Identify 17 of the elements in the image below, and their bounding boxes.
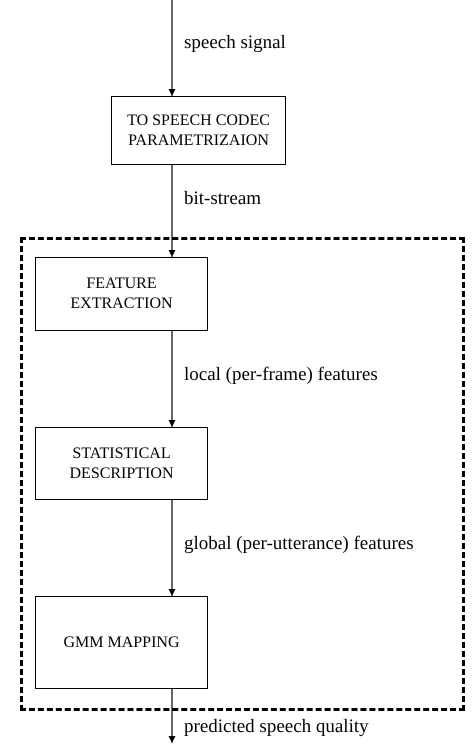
arrow bbox=[168, 331, 176, 427]
arrow bbox=[168, 689, 176, 743]
box-label: TO SPEECH CODEC PARAMETRIZAION bbox=[126, 110, 271, 150]
process-box bbox=[35, 427, 208, 500]
process-box bbox=[111, 96, 286, 165]
edge-label: predicted speech quality bbox=[184, 716, 369, 739]
edge-label: global (per-utterance) features bbox=[184, 533, 414, 556]
process-box bbox=[35, 596, 208, 689]
arrow bbox=[168, 500, 176, 596]
edge-label: local (per-frame) features bbox=[184, 364, 378, 387]
edge-label: speech signal bbox=[184, 32, 286, 55]
box-label: GMM MAPPING bbox=[62, 632, 181, 652]
arrow bbox=[168, 165, 176, 257]
process-box bbox=[35, 257, 208, 331]
box-label: FEATURE EXTRACTION bbox=[69, 274, 174, 314]
box-label: STATISTICAL DESCRIPTION bbox=[68, 444, 174, 484]
arrow bbox=[168, 0, 176, 96]
